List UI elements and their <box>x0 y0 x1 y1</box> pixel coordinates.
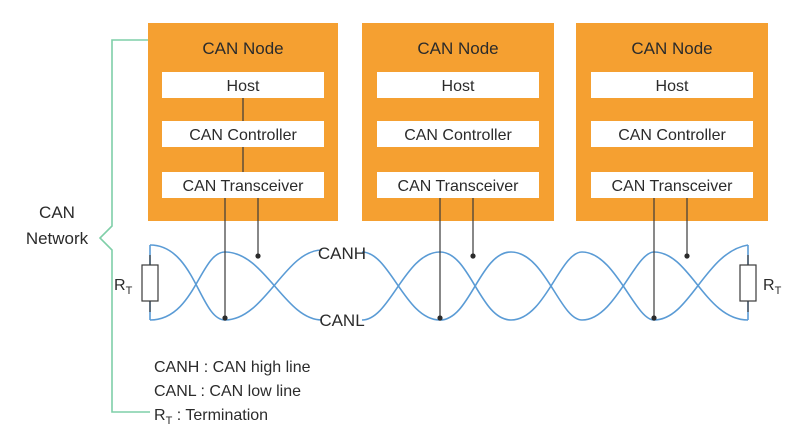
bus-line-b <box>149 244 749 321</box>
legend-canl: CANL : CAN low line <box>154 383 301 400</box>
host-label: Host <box>442 78 475 95</box>
transceiver-label: CAN Transceiver <box>183 178 305 195</box>
resistor-label: RT <box>114 277 133 297</box>
transceiver-box <box>162 172 324 198</box>
node-title: CAN Node <box>417 39 498 58</box>
can-node-2: CAN Node Host CAN Controller CAN Transce… <box>362 23 554 221</box>
bus-line-a <box>149 244 749 321</box>
host-label: Host <box>656 78 689 95</box>
node2-canl-junction <box>437 315 443 321</box>
twisted-pair-bus: CANH CANL <box>149 244 749 330</box>
controller-label: CAN Controller <box>618 127 726 144</box>
node-title: CAN Node <box>631 39 712 58</box>
can-node-1: CAN Node Host CAN Controller CAN Transce… <box>148 23 338 221</box>
node-title: CAN Node <box>202 39 283 58</box>
controller-box <box>591 121 753 147</box>
transceiver-connections <box>222 198 690 321</box>
legend: CANH : CAN high line CANL : CAN low line… <box>154 359 311 427</box>
host-box <box>377 72 539 98</box>
resistor-label: RT <box>763 277 782 297</box>
termination-resistor-left: RT <box>114 255 159 312</box>
network-label-line2: Network <box>26 229 89 248</box>
host-box <box>591 72 753 98</box>
can-node-3: CAN Node Host CAN Controller CAN Transce… <box>576 23 768 221</box>
host-box <box>162 72 324 98</box>
legend-canh: CANH : CAN high line <box>154 359 311 376</box>
controller-label: CAN Controller <box>189 127 297 144</box>
canh-label: CANH <box>318 244 366 263</box>
resistor-body <box>141 264 159 302</box>
node2-canh-junction <box>470 253 476 259</box>
transceiver-box <box>591 172 753 198</box>
transceiver-label: CAN Transceiver <box>612 178 734 195</box>
controller-box <box>377 121 539 147</box>
network-label-line1: CAN <box>39 203 75 222</box>
termination-resistor-right: RT <box>739 255 782 312</box>
resistor-body <box>739 264 757 302</box>
legend-termination: RT : Termination <box>154 407 268 427</box>
network-bracket <box>98 39 150 413</box>
transceiver-box <box>377 172 539 198</box>
host-label: Host <box>227 78 260 95</box>
node1-canl-junction <box>222 315 228 321</box>
canl-label: CANL <box>319 311 364 330</box>
controller-label: CAN Controller <box>404 127 512 144</box>
node3-canh-junction <box>684 253 690 259</box>
node1-canh-junction <box>255 253 261 259</box>
transceiver-label: CAN Transceiver <box>398 178 520 195</box>
node3-canl-junction <box>651 315 657 321</box>
controller-box <box>162 121 324 147</box>
